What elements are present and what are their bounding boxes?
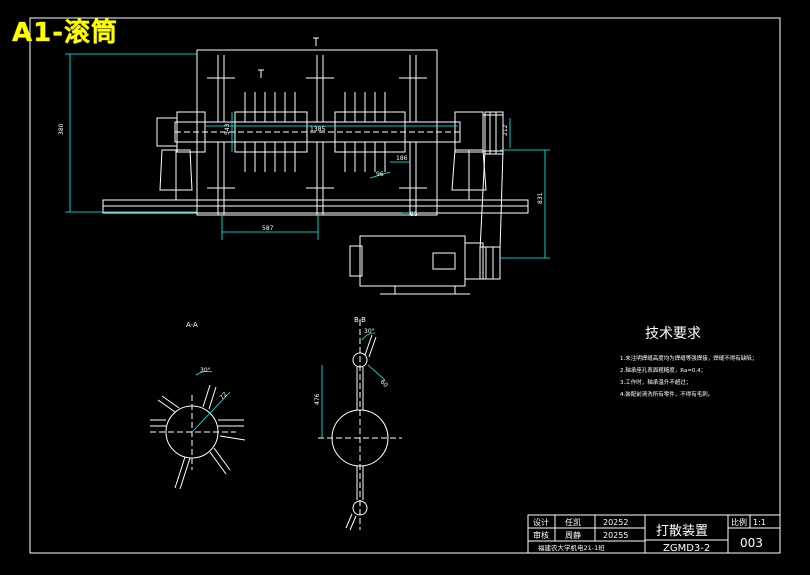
tech-item: 3.工作时，轴承温升不超过； <box>620 378 691 386</box>
overlay-title: A1-滚筒 <box>12 18 119 48</box>
tb-scale-label: 比例 <box>731 517 747 527</box>
title-block <box>527 514 781 554</box>
tech-item: 2.轴承座孔表面粗糙度，Ra=0.4； <box>620 366 706 374</box>
dimension-labels: 380 543 1385 212 831 186 96 587 95 <box>58 123 544 232</box>
dim-212: 212 <box>502 124 509 136</box>
dim-95: 95 <box>410 211 418 218</box>
tb-name-check: 周静 <box>565 530 581 540</box>
tech-item: 4.装配前清洗所有零件，不得有毛刺。 <box>620 390 713 398</box>
dim-380: 380 <box>58 123 65 135</box>
tb-scale-value: 1:1 <box>753 518 766 527</box>
tb-drawing-name: 打散装置 <box>656 524 708 539</box>
section-aa <box>150 384 246 490</box>
dim-96: 96 <box>376 171 384 178</box>
tb-label-design: 设计 <box>533 517 549 527</box>
dimensions <box>65 53 550 259</box>
motor-terminal-box <box>432 252 456 270</box>
left-support <box>159 149 193 191</box>
right-support <box>451 149 487 191</box>
motor-body <box>359 235 466 287</box>
tine-group <box>207 55 427 215</box>
tb-date-design: 20252 <box>603 518 628 527</box>
bb-tip-top <box>352 352 368 368</box>
dim-186: 186 <box>396 155 408 162</box>
drum-pulley <box>484 111 504 155</box>
sheet-border <box>29 17 781 554</box>
left-bearing <box>156 117 178 147</box>
bb-label: B-B <box>354 316 366 324</box>
dim-30-aa: 30° <box>200 367 211 374</box>
dim-476: 476 <box>314 393 321 405</box>
tb-label-check: 审核 <box>533 530 549 540</box>
dim-831: 831 <box>537 192 544 204</box>
tb-date-check: 20255 <box>603 531 628 540</box>
dim-587: 587 <box>262 225 274 232</box>
tech-item: 1.未注明焊缝高度均为焊缝等强焊接，焊缝不得有缺陷； <box>620 354 757 362</box>
dim-30-bb: 30° <box>364 328 375 335</box>
aa-label: A-A <box>186 321 198 329</box>
section-bb <box>318 320 402 531</box>
tb-drawing-code: ZGMD3-2 <box>663 543 710 554</box>
dim-543: 543 <box>224 123 231 135</box>
motor-pulley <box>479 246 501 280</box>
tech-heading: 技术要求 <box>645 326 701 342</box>
tb-sheet-no: 003 <box>740 536 763 550</box>
dim-72: 72 <box>218 391 228 401</box>
dim-60: 60 <box>379 378 389 388</box>
main-view <box>102 37 529 295</box>
bb-tip-bottom <box>352 500 368 516</box>
tb-name-design: 任凯 <box>565 517 581 527</box>
tb-school: 福建农大学机电21-1班 <box>538 543 605 552</box>
dim-1385: 1385 <box>310 126 325 133</box>
